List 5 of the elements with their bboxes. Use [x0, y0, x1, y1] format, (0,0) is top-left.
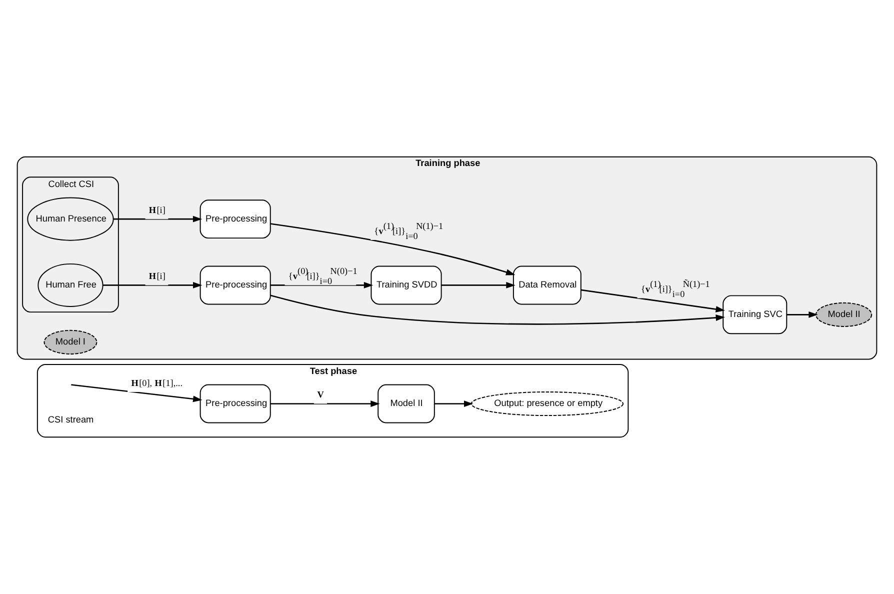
edge-label: H[i]	[148, 271, 166, 282]
edge-label: H[0], H[1],...	[131, 378, 182, 388]
edge-label: H[i]	[148, 204, 166, 215]
edge-label: V	[317, 390, 324, 400]
label: CSI stream	[48, 414, 94, 425]
